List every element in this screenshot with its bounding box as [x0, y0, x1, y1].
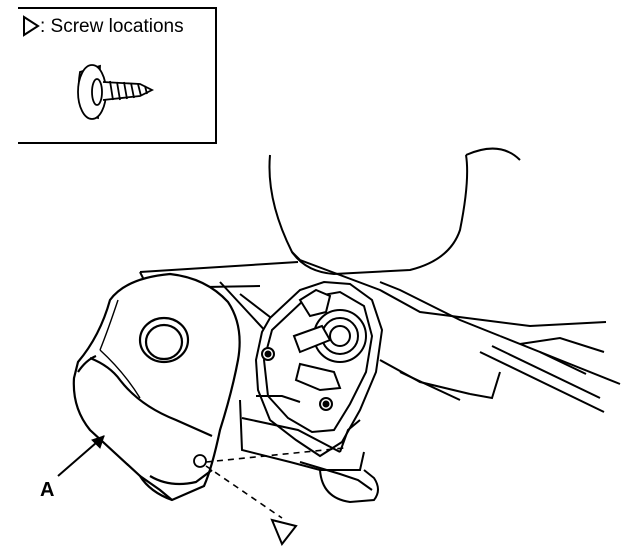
legend-box: : Screw locations: [18, 7, 217, 144]
seat-foot-bracket: [239, 399, 379, 504]
screw-location-triangle-icon: [23, 15, 40, 37]
callout-a: A: [40, 435, 105, 501]
legend-label: : Screw locations: [40, 16, 184, 37]
callout-label-a: A: [40, 479, 54, 501]
screw-icon: [77, 64, 155, 120]
recliner-mechanism: [254, 280, 384, 458]
screw-location-marker: [193, 447, 345, 546]
side-cover-part-a: [72, 272, 241, 502]
seat-frame: [139, 261, 621, 413]
seat-body: [268, 147, 607, 328]
screw-location-triangle-icon: [270, 518, 298, 546]
screw-hole-icon: [193, 454, 207, 468]
